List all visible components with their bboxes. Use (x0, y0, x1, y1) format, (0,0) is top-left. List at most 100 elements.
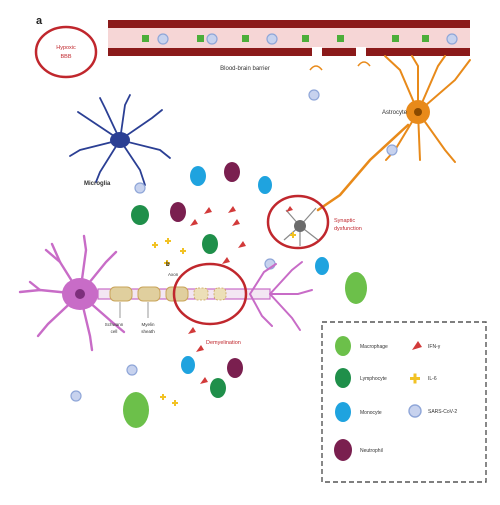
virus-icon (266, 33, 278, 45)
il6-icon (172, 400, 178, 406)
il6-icon (160, 394, 166, 400)
synaptic-callout (266, 194, 330, 250)
green-cell-icon (422, 35, 429, 42)
myelin-label-line2: sheath (141, 329, 155, 334)
synaptic-line1: Synaptic (334, 218, 355, 224)
astrocyte-label: Astrocyte (382, 110, 408, 116)
hypoxic-bbb-callout: Hypoxic BBB (34, 25, 98, 79)
myelin-segment-damaged (213, 287, 227, 301)
virus-icon (126, 364, 138, 376)
green-cell-icon (197, 35, 204, 42)
neutrophil-icon (224, 162, 240, 182)
green-cell-icon (142, 35, 149, 42)
myelin-segment-damaged (193, 287, 209, 301)
myelin-segment (137, 286, 161, 302)
axon-terminal (269, 261, 303, 295)
astrocyte-process (316, 123, 410, 212)
astrocyte-process (417, 111, 456, 163)
dendrite (28, 280, 42, 292)
sheath-label-line1: Schwann (105, 322, 124, 327)
microglia-process (95, 139, 121, 183)
blood-vessel: Blood-brain barrier (108, 20, 470, 72)
legend-il6-icon (410, 373, 420, 384)
microglia-process (119, 109, 163, 141)
legend-neutrophil-icon (334, 439, 352, 461)
legend-label-macrophage: Macrophage (360, 344, 388, 350)
legend: Macrophage Lymphocyte Monocyte Neutrophi… (321, 321, 487, 483)
il6-icon (152, 242, 158, 248)
virus-icon (386, 144, 398, 156)
legend-label-il6: IL-6 (428, 376, 437, 382)
axon-terminal (269, 293, 301, 331)
b-marker: b (166, 262, 170, 268)
ifn-icon (190, 219, 198, 226)
neutrophil-icon (227, 358, 243, 378)
vessel-wall-bottom (108, 48, 470, 56)
il6-icon (164, 260, 170, 266)
microglia-process (119, 139, 171, 159)
monocyte-icon (258, 176, 272, 194)
astrocyte-nucleus (414, 108, 422, 116)
monocyte-icon (181, 356, 195, 374)
synaptic-line2: dysfunction (334, 226, 362, 232)
vessel-wall-top (108, 20, 470, 28)
virus-icon (308, 89, 320, 101)
immune-cells (70, 162, 367, 428)
legend-label-ifn: IFN-γ (428, 344, 441, 350)
green-cell-icon (337, 35, 344, 42)
axon-terminal (269, 289, 313, 295)
arrow-icon (357, 61, 371, 67)
legend-label-neutrophil: Neutrophil (360, 448, 383, 454)
microglia-body (110, 132, 130, 148)
microglia-process (69, 139, 121, 157)
ifn-icon (232, 219, 240, 226)
leak-arrows (308, 61, 371, 101)
legend-ifn-icon (412, 341, 422, 350)
myelin-segment (165, 286, 189, 302)
legend-label-virus: SARS-CoV-2 (428, 409, 457, 415)
axon-label: Axon (168, 272, 179, 277)
bbb-area-line2: BBB (60, 54, 71, 60)
demyelination-callout (172, 262, 248, 326)
macrophage-icon (345, 272, 367, 304)
cytokines (152, 206, 246, 406)
microglia (69, 94, 171, 186)
il6-icon (165, 238, 171, 244)
panel-letter: a (36, 15, 43, 27)
legend-monocyte-icon (335, 402, 351, 422)
microglia-process (99, 97, 121, 141)
bbb-label: Blood-brain barrier (220, 66, 270, 72)
astrocyte-process (417, 55, 446, 113)
monocyte-icon (190, 166, 206, 186)
legend-label-lymphocyte: Lymphocyte (360, 376, 387, 382)
monocyte-icon (315, 257, 329, 275)
vessel-gap (312, 47, 322, 57)
astrocyte (316, 55, 471, 212)
callout-circle (34, 25, 98, 79)
virus-icon (206, 33, 218, 45)
ifn-icon (238, 241, 246, 248)
il6-icon (290, 232, 296, 238)
myelin-segment (109, 286, 133, 302)
ifn-icon (286, 206, 293, 212)
ifn-icon (188, 327, 196, 334)
microglia-process (119, 139, 146, 186)
astrocyte-process (384, 55, 419, 113)
virus-icon (446, 33, 458, 45)
il6-icon (180, 248, 186, 254)
vessel-lumen (108, 28, 470, 48)
microglia-process (77, 111, 121, 141)
neuron-nucleus (75, 289, 85, 299)
neuron (18, 234, 126, 352)
legend-macrophage-icon (335, 336, 351, 356)
ifn-icon (222, 257, 230, 264)
ifn-icon (196, 345, 204, 352)
lymphocyte-icon (131, 205, 149, 225)
microglia-label: Microglia (84, 181, 111, 187)
green-cell-icon (302, 35, 309, 42)
astrocyte-process (411, 55, 419, 113)
axon-terminal (249, 263, 277, 295)
ifn-icon (204, 207, 212, 214)
axon (97, 261, 313, 331)
